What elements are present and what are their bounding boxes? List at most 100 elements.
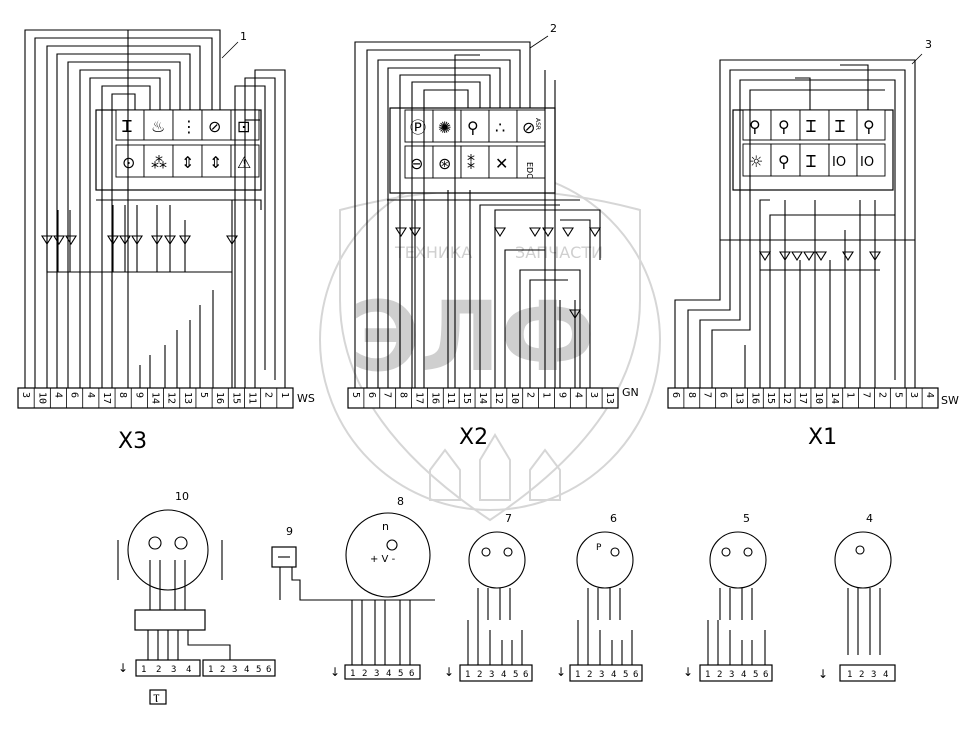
panel-2-symbol-7: ⊛ [438,154,451,173]
connector-pin-label: 4 [52,392,63,398]
connector-pin-label: 5 [892,392,903,398]
connector-pin-label: 6 [366,392,377,398]
component-8-pin-3: 3 [374,669,379,679]
component-10-label: 10 [175,490,189,503]
connector-pin-label: 2 [263,392,274,398]
component-4-label: 4 [866,512,873,525]
component-8-pin-4: 4 [386,669,391,679]
connector-pin-label: 8 [398,392,409,398]
panel-1-symbol-6: ⊙ [122,153,135,172]
panel-1-symbol-2: ♨ [151,117,165,136]
panel-2-symbol-2: ✺ [438,118,451,137]
connector-pin-label: 8 [117,392,128,398]
panel-2-symbol-6: ⊖ [410,154,423,173]
connector-pin-label: 17 [797,392,808,404]
panel-3-symbol-6: ☼ [749,152,763,171]
panel-1-symbol-1: Ꮖ [122,117,133,136]
component-7-pin-6: 6 [523,670,528,680]
connector-pin-label: 4 [572,392,583,398]
connector-x1-code: SW [941,394,959,407]
connector-pin-label: 15 [230,392,241,404]
ground-arrow-10: ↓ [118,661,128,675]
connector-pin-label: 9 [556,392,567,398]
connector-pin-label: 15 [461,392,472,404]
ground-symbol: Ⲧ [153,692,160,705]
panel-2-symbol-9: ✕ [495,154,508,173]
watermark: ТЕХНИКА ЗАПЧАСТИ ЭЛФ [319,169,661,522]
component-4-pin-4: 4 [883,670,888,680]
connector-pin-label: 13 [604,392,615,404]
component-5: 5 1 2 3 4 5 6 ↓ [683,512,773,682]
panel-1-symbol-4: ⊘ [208,117,221,136]
connector-x2-label: X2 [459,425,488,450]
component-6-pin-1: 1 [575,670,580,680]
indicator-panel-2: Ⓟ ✺ ⚲ ∴ ⊘ ⊖ ⊛ ⁑ ✕ EDC ASR [389,107,556,194]
connector-pin-label: 17 [101,392,112,404]
watermark-text-right: ЗАПЧАСТИ [515,243,603,262]
panel-3-symbol-10: IO [860,155,874,170]
gauge-6-letter: P [596,543,602,553]
panel-2-symbol-8: ⁑ [467,154,475,173]
component-10-pin-4: 4 [186,665,191,675]
connector-pin-label: 4 [85,392,96,398]
connector-pin-label: 5 [198,392,209,398]
indicator-panel-3: ⚲ ⚲ Ꮖ Ꮖ ⚲ ☼ ⚲ Ꮖ IO IO [732,109,894,191]
panel-3-symbol-5: ⚲ [863,117,875,136]
panel-1-symbol-10: ⚠ [237,153,251,172]
connector-pin-label: 6 [670,392,681,398]
panel-3-symbol-9: IO [832,155,846,170]
component-10-pin-2: 2 [156,665,161,675]
component-9-label: 9 [286,525,293,538]
component-7-pin-2: 2 [477,670,482,680]
connector-pin-label: 16 [749,392,760,404]
component-6-pin-4: 4 [611,670,616,680]
component-4-pin-3: 3 [871,670,876,680]
panel-2-symbol-3: ⚲ [467,118,479,137]
component-7-pin-5: 5 [513,670,518,680]
connector-pin-label: 11 [247,392,258,404]
ground-arrow-4: ↓ [818,667,828,681]
wiring-x3 [24,29,286,390]
component-8-pin-6: 6 [409,669,414,679]
panel-3-symbol-8: Ꮖ [806,152,817,171]
connector-pin-label: 3 [588,392,599,398]
component-5-pin-3: 3 [729,670,734,680]
component-6-pin-3: 3 [599,670,604,680]
watermark-text-left: ТЕХНИКА [394,243,472,262]
connector-x3-label: X3 [118,429,147,454]
component-5-pin-1: 1 [705,670,710,680]
connector-pin-label: 7 [382,392,393,398]
component-8: 8 n + V - 1 2 3 4 5 6 ↓ [330,495,431,680]
connector-pin-label: 13 [733,392,744,404]
connector-pin-label: 10 [36,392,47,404]
connector-pin-label: 10 [813,392,824,404]
connector-x3-code: WS [297,392,315,405]
connector-pin-label: 15 [765,392,776,404]
callout-1: 1 [240,30,247,43]
connector-pin-label: 9 [133,392,144,398]
panel-1-symbol-7: ⁂ [151,153,167,172]
panel-3-symbol-2: ⚲ [778,117,790,136]
component-5-pin-6: 6 [763,670,768,680]
panel-3-symbol-7: ⚲ [778,152,790,171]
component-5-pin-4: 4 [741,670,746,680]
connector-pin-label: 12 [781,392,792,404]
panel-1-symbol-8: ⇕ [181,153,194,172]
panel-2-symbol-10: EDC [525,162,534,179]
connector-pin-label: 1 [541,392,552,398]
connector-pin-label: 7 [702,392,713,398]
component-9: 9 [271,525,435,601]
component-10: 10 1 2 3 4 1 2 3 4 5 6 Ⲧ ↓ [117,490,276,705]
connector-pin-label: 10 [509,392,520,404]
component-7: 7 1 2 3 4 5 6 ↓ [444,512,533,682]
component-8-pin-5: 5 [398,669,403,679]
connector-pin-label: 14 [150,392,161,404]
connector-pin-label: 1 [845,392,856,398]
connector-pin-label: 3 [908,392,919,398]
connector-pin-label: 11 [445,392,456,404]
connector-pin-label: 16 [429,392,440,404]
